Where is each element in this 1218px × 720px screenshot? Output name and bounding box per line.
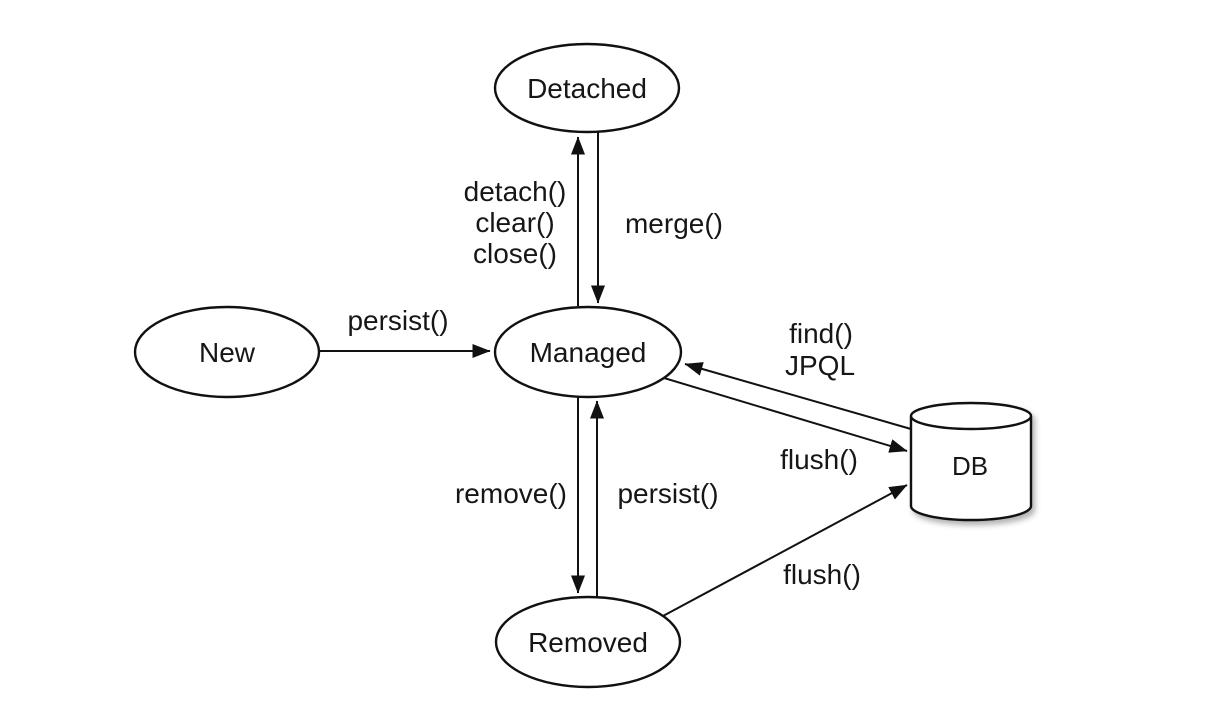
state-node-removed: Removed	[494, 595, 682, 689]
edge-label-close: close()	[473, 238, 557, 269]
edge-label-detach: detach()	[464, 176, 567, 207]
state-label-detached: Detached	[527, 73, 647, 104]
edge-managed-to-db	[663, 377, 908, 453]
edge-db-to-managed	[684, 362, 912, 430]
edge-removed-to-db	[662, 484, 908, 617]
edge-label-merge: merge()	[625, 208, 723, 239]
edge-label-find: find()	[789, 318, 853, 349]
state-label-removed: Removed	[528, 627, 648, 658]
state-node-managed: Managed	[493, 305, 683, 399]
edge-label-jpql: JPQL	[785, 350, 855, 381]
edge-label-persist-new: persist()	[347, 305, 448, 336]
state-label-new: New	[199, 337, 256, 368]
edge-label-persist-removed: persist()	[617, 478, 718, 509]
state-ellipse-removed	[494, 595, 682, 689]
edge-label-clear: clear()	[475, 207, 554, 238]
database-cylinder-body	[909, 416, 1033, 522]
state-node-detached: Detached	[493, 42, 681, 134]
edge-label-flush-managed: flush()	[780, 444, 858, 475]
database-cylinder-top	[909, 401, 1033, 431]
edge-label-flush-removed: flush()	[783, 559, 861, 590]
state-node-new: New	[133, 305, 321, 399]
database-cylinder: DB	[909, 401, 1033, 522]
state-ellipse-managed	[493, 305, 683, 399]
state-ellipse-new	[133, 305, 321, 399]
database-label: DB	[952, 451, 988, 481]
state-label-managed: Managed	[530, 337, 647, 368]
edge-label-remove: remove()	[455, 478, 567, 509]
state-ellipse-detached	[493, 42, 681, 134]
